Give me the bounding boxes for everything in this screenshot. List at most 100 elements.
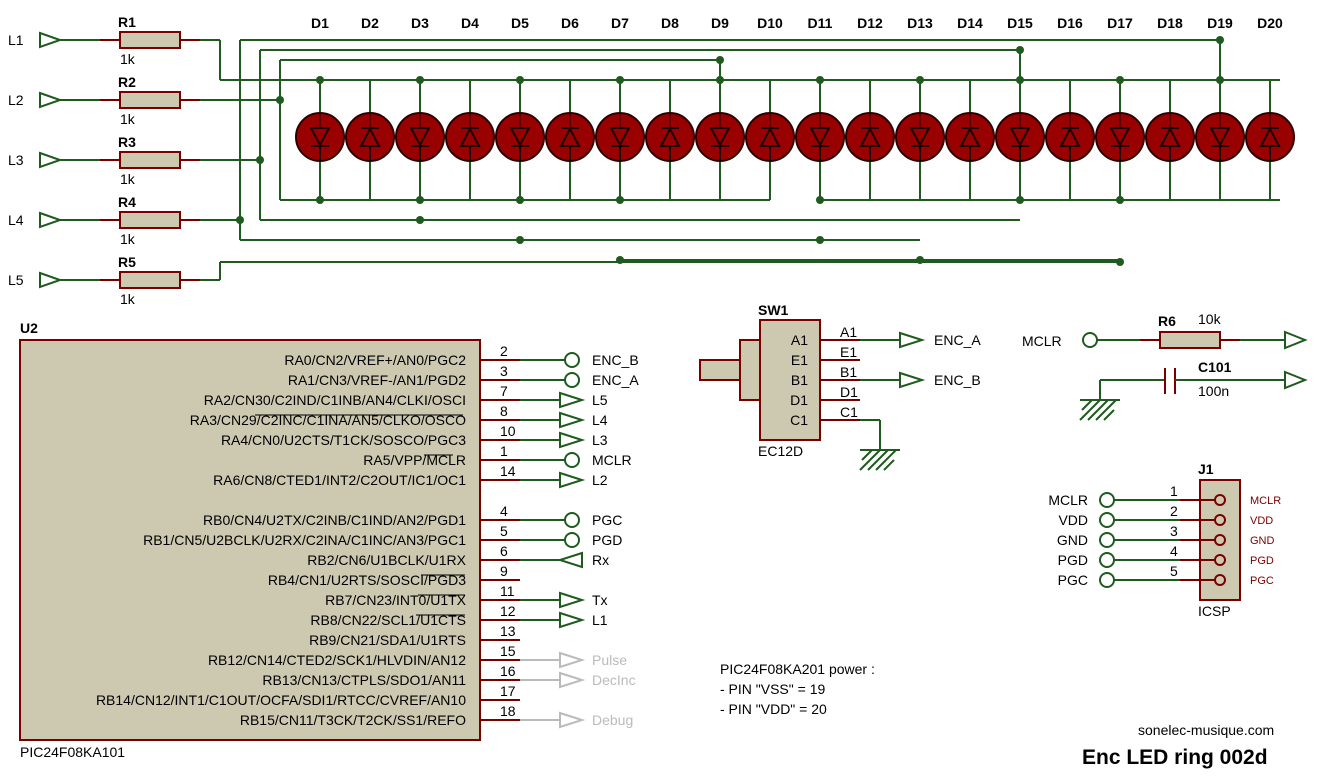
input-arrow-icon [39, 31, 64, 49]
net-label: ENC_B [592, 352, 639, 368]
output-arrow-icon [559, 651, 586, 669]
junction-dot [916, 256, 924, 264]
icsp-part: ICSP [1198, 603, 1231, 619]
led-label: D16 [1057, 15, 1083, 31]
resistor [119, 211, 181, 229]
pin-number: 12 [500, 603, 516, 619]
input-label: L5 [8, 272, 24, 288]
led-label: D8 [661, 15, 679, 31]
led-label: D14 [957, 15, 983, 31]
led-bus-wires [219, 39, 1280, 280]
junction-dot [1016, 196, 1024, 204]
net-label: ENC_B [934, 372, 981, 388]
led-d11: D11 [795, 15, 845, 200]
led-label: D2 [361, 15, 379, 31]
junction-dot [516, 76, 524, 84]
connector-pin-label: PGD [1250, 555, 1274, 567]
junction-dot [816, 76, 824, 84]
net-label: L5 [592, 392, 608, 408]
pin-number: 7 [500, 383, 508, 399]
pin-name: RA4/CN0/U2CTS/T1CK/SOSCO/PGC3 [221, 432, 466, 448]
pin-number: 15 [500, 643, 516, 659]
net-label: MCLR [1048, 492, 1088, 508]
pin-number: 14 [500, 463, 516, 479]
pin-name: C1 [790, 412, 808, 428]
power-note-line: - PIN "VSS" = 19 [720, 681, 825, 697]
pin-name: RB7/CN23/INT0/U1TX [325, 592, 466, 608]
junction-dot [616, 196, 624, 204]
junction-dot [516, 236, 524, 244]
pin-number: 11 [500, 583, 515, 599]
pin-number: 10 [500, 423, 516, 439]
pin-number: 4 [1170, 543, 1178, 559]
pin-number: D1 [840, 384, 858, 400]
led-label: D15 [1007, 15, 1033, 31]
junction-dot [816, 196, 824, 204]
resistor-value: 1k [120, 51, 136, 67]
led-label: D7 [611, 15, 629, 31]
led-d17: D17 [1095, 15, 1145, 200]
junction-dot [416, 76, 424, 84]
junction-dot [316, 196, 324, 204]
pin-name: RA6/CN8/CTED1/INT2/C2OUT/IC1/OC1 [213, 472, 466, 488]
pin-name: E1 [791, 352, 808, 368]
terminal-icon [564, 352, 580, 368]
led-label: D12 [857, 15, 883, 31]
pin-number: 4 [500, 503, 508, 519]
mclr-terminal-icon [1082, 332, 1098, 348]
pin-number: 1 [1170, 483, 1178, 499]
mcu-pins: RA0/CN2/VREF+/AN0/PGC22ENC_BRA1/CN3/VREF… [96, 343, 639, 729]
pin-name: D1 [790, 392, 808, 408]
pin-name: RB14/CN12/INT1/C1OUT/OCFA/SDI1/RTCC/CVRE… [96, 692, 466, 708]
output-arrow-icon [559, 431, 586, 449]
r6-output-arrow-icon [1284, 330, 1308, 350]
junction-dot [276, 96, 284, 104]
output-arrow-icon [559, 391, 586, 409]
net-label: DecInc [592, 672, 636, 688]
resistor-value: 1k [120, 171, 136, 187]
pin-number: 8 [500, 403, 508, 419]
mcu-pin: RB1/CN5/U2BCLK/U2RX/C2INA/C1INC/AN3/PGC1… [143, 523, 622, 548]
output-arrow-icon [559, 611, 586, 629]
resistor [119, 151, 181, 169]
pin-name: RA0/CN2/VREF+/AN0/PGC2 [284, 352, 466, 368]
resistor [119, 31, 181, 49]
led-label: D18 [1157, 15, 1183, 31]
led-d9: D9 [695, 15, 745, 200]
terminal-icon [1099, 552, 1115, 568]
pin-number: 5 [1170, 563, 1178, 579]
connector-pin-icon [1214, 494, 1226, 506]
led-label: D3 [411, 15, 429, 31]
net-label: GND [1057, 532, 1088, 548]
junction-dot [416, 196, 424, 204]
connector-pin-icon [1214, 574, 1226, 586]
led-d7: D7 [595, 15, 645, 200]
led-d12: D12 [845, 15, 895, 200]
pin-name: RB1/CN5/U2BCLK/U2RX/C2INA/C1INC/AN3/PGC1 [143, 532, 466, 548]
connector-pin-label: VDD [1250, 515, 1273, 527]
pin-name: RA5/VPP/MCLR [363, 452, 466, 468]
terminal-icon [1099, 492, 1115, 508]
r6-resistor [1159, 331, 1221, 349]
input-arrow-icon [39, 91, 64, 109]
pin-number: 2 [1170, 503, 1178, 519]
led-d2: D2 [345, 15, 395, 200]
led-d15: D15 [995, 15, 1045, 200]
pin-number: 6 [500, 543, 508, 559]
net-label: MCLR [592, 452, 632, 468]
led-d8: D8 [645, 15, 695, 200]
terminal-icon [564, 372, 580, 388]
pin-name: RB13/CN13/CTPLS/SDO1/AN11 [262, 672, 466, 688]
